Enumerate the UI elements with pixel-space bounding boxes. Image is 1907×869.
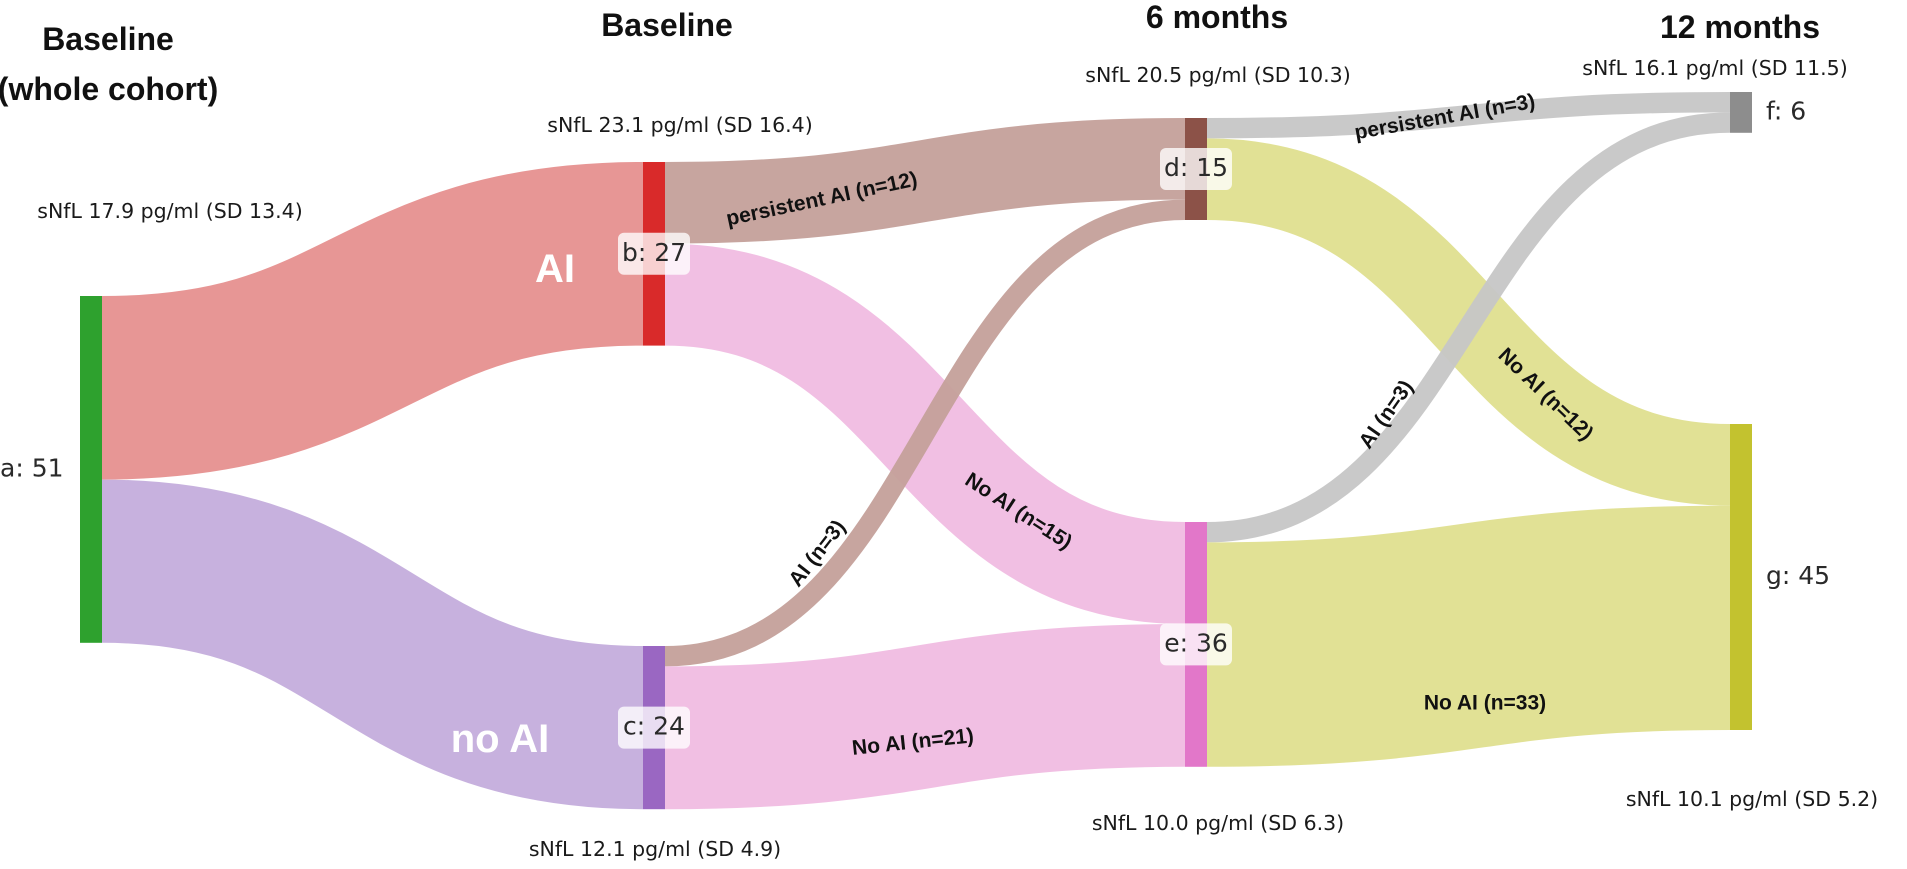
link-d-f bbox=[1206, 92, 1731, 139]
link-a-b bbox=[100, 162, 645, 480]
node-f bbox=[1730, 92, 1752, 133]
header-baseline: Baseline bbox=[601, 7, 733, 43]
header-6-months: 6 months bbox=[1146, 0, 1288, 35]
nfl-node-c: sNfL 12.1 pg/ml (SD 4.9) bbox=[529, 837, 781, 861]
node-c-label: c: 24 bbox=[623, 712, 685, 741]
node-g bbox=[1730, 424, 1752, 730]
group-label-no-ai: no AI bbox=[451, 717, 550, 761]
nfl-node-f: sNfL 16.1 pg/ml (SD 11.5) bbox=[1582, 56, 1847, 80]
header-12-months: 12 months bbox=[1660, 9, 1820, 45]
link-b-d bbox=[664, 118, 1186, 244]
link-e-f bbox=[1206, 112, 1731, 543]
flow-label-e-g: No AI (n=33) bbox=[1424, 692, 1546, 715]
node-a bbox=[80, 296, 102, 643]
link-c-d bbox=[664, 199, 1186, 667]
node-a-label: a: 51 bbox=[0, 453, 64, 482]
node-c-label-box bbox=[618, 706, 690, 749]
node-labels: a: 51 b: 27 c: 24 d: 15 e: 36 f: 6 g: 45 bbox=[0, 96, 1830, 749]
header-baseline-whole-line2: (whole cohort) bbox=[0, 71, 218, 107]
header-baseline-whole-line1: Baseline bbox=[42, 21, 174, 57]
link-c-e bbox=[664, 624, 1186, 810]
node-d-label: d: 15 bbox=[1164, 153, 1228, 182]
node-g-label: g: 45 bbox=[1766, 561, 1830, 590]
nfl-node-e: sNfL 10.0 pg/ml (SD 6.3) bbox=[1092, 811, 1344, 835]
flow-links bbox=[100, 92, 1731, 810]
nfl-node-b: sNfL 23.1 pg/ml (SD 16.4) bbox=[547, 113, 812, 137]
link-a-c bbox=[100, 479, 645, 810]
node-b-label-box bbox=[618, 232, 690, 275]
group-label-ai: AI bbox=[535, 247, 575, 291]
node-b-label: b: 27 bbox=[622, 238, 686, 267]
node-e-label-box bbox=[1160, 623, 1232, 666]
link-e-g bbox=[1206, 505, 1731, 767]
node-e-label: e: 36 bbox=[1164, 628, 1228, 657]
node-d-label-box bbox=[1160, 148, 1232, 190]
nfl-whole-cohort: sNfL 17.9 pg/ml (SD 13.4) bbox=[37, 199, 302, 223]
node-f-label: f: 6 bbox=[1766, 96, 1806, 125]
nfl-node-g: sNfL 10.1 pg/ml (SD 5.2) bbox=[1626, 787, 1878, 811]
flow-label-d-f: persistent AI (n=3) bbox=[1353, 90, 1537, 144]
nfl-node-d: sNfL 20.5 pg/ml (SD 10.3) bbox=[1085, 63, 1350, 87]
